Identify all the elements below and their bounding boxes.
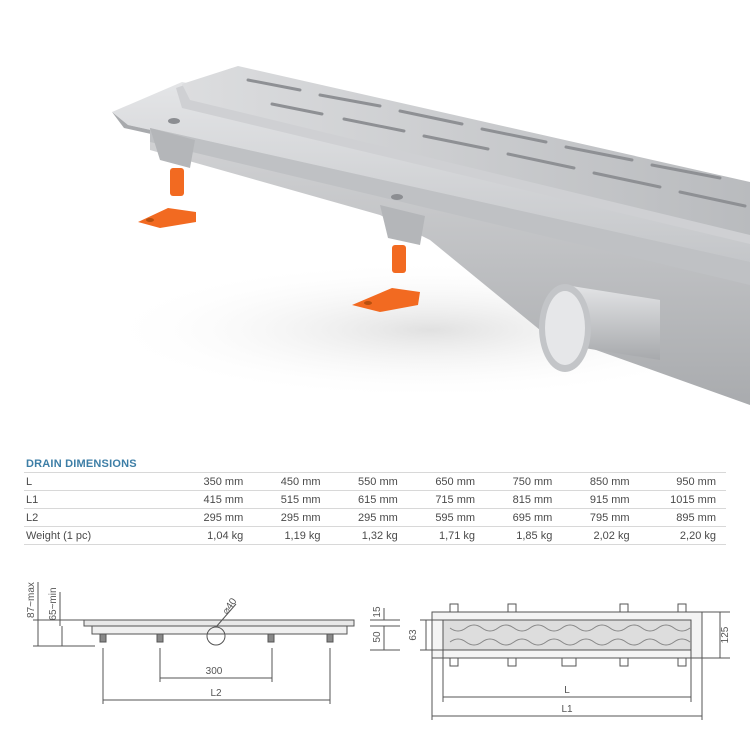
l2-label: L2 <box>210 688 222 699</box>
table-cell: 295 mm <box>253 508 331 527</box>
row-label: L <box>24 472 176 491</box>
table-title: DRAIN DIMENSIONS <box>26 458 137 470</box>
table-cell: 2,02 kg <box>562 526 640 545</box>
outlet-dim-label: ⌀40 <box>221 596 240 617</box>
top-view <box>420 603 730 720</box>
top-dim-label: 15 <box>372 606 383 618</box>
table-cell: 1,85 kg <box>485 526 563 545</box>
l1-label: L1 <box>561 704 573 715</box>
table-cell: 550 mm <box>330 472 408 491</box>
height-max-label: 87~max <box>26 582 37 618</box>
row-label: L2 <box>24 508 176 527</box>
table-cell: 1,04 kg <box>176 526 254 545</box>
height-min-label: 65~min <box>48 587 59 620</box>
table-cell: 595 mm <box>407 508 486 527</box>
table-cell: 2,20 kg <box>639 526 726 545</box>
outer-width-label: 125 <box>720 626 731 643</box>
table-cell: 1,32 kg <box>330 526 408 545</box>
table-cell: 295 mm <box>330 508 408 527</box>
table-cell: 650 mm <box>407 472 486 491</box>
product-image <box>100 66 750 405</box>
table-cell: 815 mm <box>485 490 563 509</box>
table-cell: 850 mm <box>562 472 640 491</box>
table-cell: 895 mm <box>639 508 726 527</box>
table-cell: 1,71 kg <box>407 526 486 545</box>
table-cell: 715 mm <box>407 490 486 509</box>
table-cell: 750 mm <box>485 472 563 491</box>
table-cell: 450 mm <box>253 472 331 491</box>
side-view <box>33 582 400 704</box>
l-label: L <box>564 685 570 696</box>
row-label: Weight (1 pc) <box>24 526 176 545</box>
table-cell: 915 mm <box>562 490 640 509</box>
table-cell: 515 mm <box>253 490 331 509</box>
table-cell: 615 mm <box>330 490 408 509</box>
body-dim-label: 50 <box>372 631 383 643</box>
inner-width-label: 63 <box>408 629 419 641</box>
table-cell: 950 mm <box>639 472 726 491</box>
technical-drawing: 87~max 65~min 15 50 ⌀40 300 L2 63 125 L … <box>26 582 731 720</box>
foot-spacing-label: 300 <box>206 666 223 677</box>
table-cell: 295 mm <box>176 508 254 527</box>
table-cell: 1015 mm <box>639 490 726 509</box>
table-cell: 695 mm <box>485 508 563 527</box>
table-cell: 795 mm <box>562 508 640 527</box>
table-cell: 415 mm <box>176 490 254 509</box>
table-cell: 1,19 kg <box>253 526 331 545</box>
row-label: L1 <box>24 490 176 509</box>
table-cell: 350 mm <box>176 472 254 491</box>
